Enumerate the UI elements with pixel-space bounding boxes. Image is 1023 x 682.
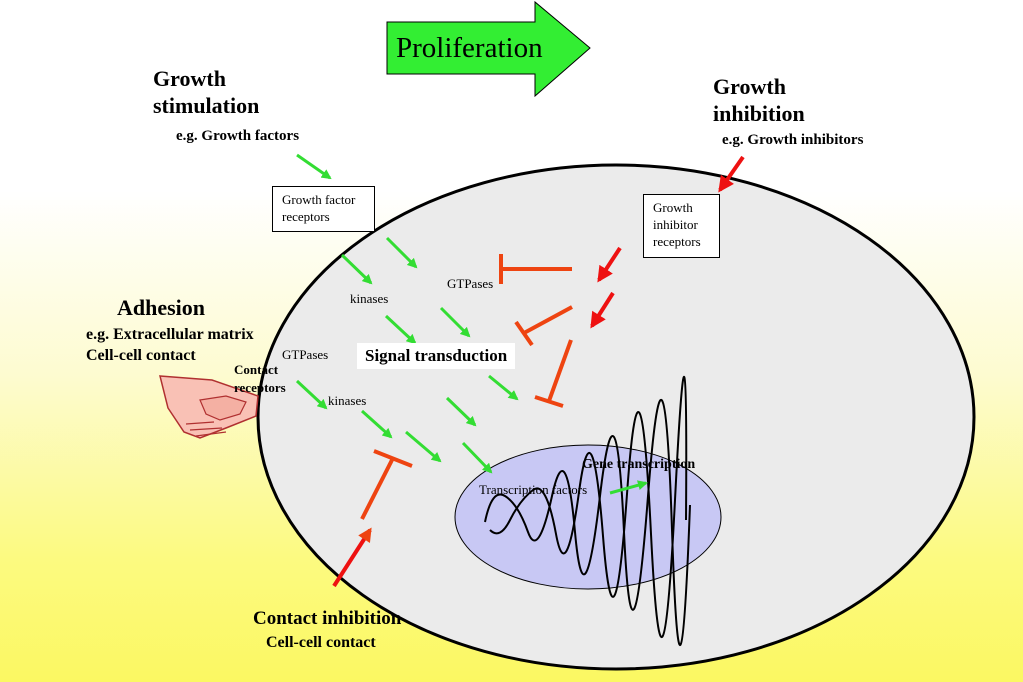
inhibitor-arrow: [718, 155, 745, 193]
proliferation-arrow: [386, 0, 591, 98]
dna-strand-1: [484, 399, 691, 647]
adhesion-example-line1: e.g. Extracellular matrix: [86, 326, 254, 343]
growth-inhibitor-receptors-box: Growth inhibitor receptors: [643, 194, 720, 258]
signal-transduction-label: Signal transduction: [357, 343, 516, 369]
gtpases-label-top: GTPases: [447, 276, 494, 291]
handshake-illustration: [159, 375, 259, 439]
stimulation-arrow: [385, 236, 418, 269]
growth-stimulation-title-line1: Growth: [153, 66, 226, 91]
contact-receptors-line1: Contact: [234, 362, 279, 377]
stimulation-arrow: [439, 306, 471, 338]
stimulation-arrow: [360, 409, 393, 439]
stimulation-arrows: [295, 153, 648, 495]
contact-inhibition-title: Contact inhibition: [253, 608, 402, 629]
stimulation-arrow: [405, 430, 442, 463]
growth-inhibitor-receptors-line1: Growth: [653, 200, 693, 215]
gene-transcription-label: Gene transcription: [582, 457, 696, 472]
growth-factor-receptors-line1: Growth factor: [282, 192, 356, 207]
cell-body: [256, 163, 976, 671]
kinases-label-top: kinases: [350, 291, 389, 306]
inhibitor-arrows: [332, 155, 745, 588]
growth-factor-receptors-box: Growth factor receptors: [272, 186, 375, 232]
growth-inhibitor-receptors-line3: receptors: [653, 234, 701, 249]
stimulation-arrow: [488, 374, 519, 401]
adhesion-title: Adhesion: [117, 295, 206, 320]
proliferation-label: Proliferation: [396, 32, 543, 64]
gtpases-label-left: GTPases: [282, 347, 329, 362]
growth-stimulation-example: e.g. Growth factors: [176, 128, 300, 144]
growth-stimulation-title-line2: stimulation: [153, 93, 260, 118]
stimulation-arrow: [461, 441, 493, 474]
stimulation-arrow: [296, 153, 332, 180]
contact-receptors-line2: receptors: [234, 380, 286, 395]
adhesion-example-line2: Cell-cell contact: [86, 347, 196, 364]
nucleus: [454, 444, 722, 590]
dna-strand-2: [489, 376, 688, 639]
growth-inhibitor-receptors-line2: inhibitor: [653, 217, 698, 232]
growth-inhibition-title-line2: inhibition: [713, 101, 805, 126]
stimulation-arrow: [384, 314, 417, 345]
growth-inhibition-example: e.g. Growth inhibitors: [722, 132, 864, 148]
stimulation-arrow: [340, 253, 373, 285]
growth-factor-receptors-line2: receptors: [282, 209, 330, 224]
inhibition-bars: [360, 254, 573, 520]
inhibitor-arrow: [590, 291, 615, 329]
growth-inhibition-title-line1: Growth: [713, 74, 786, 99]
stimulation-arrow: [295, 379, 328, 410]
stimulation-arrow: [445, 396, 477, 427]
gene-transcription-arrow: [609, 480, 648, 495]
contact-inhibition-subtitle: Cell-cell contact: [266, 634, 376, 651]
transcription-factors-label: Transcription factors: [479, 482, 588, 497]
contact-inhibition-arrow: [332, 527, 372, 588]
kinases-label-left: kinases: [328, 393, 367, 408]
inhibitor-arrow: [597, 246, 622, 283]
